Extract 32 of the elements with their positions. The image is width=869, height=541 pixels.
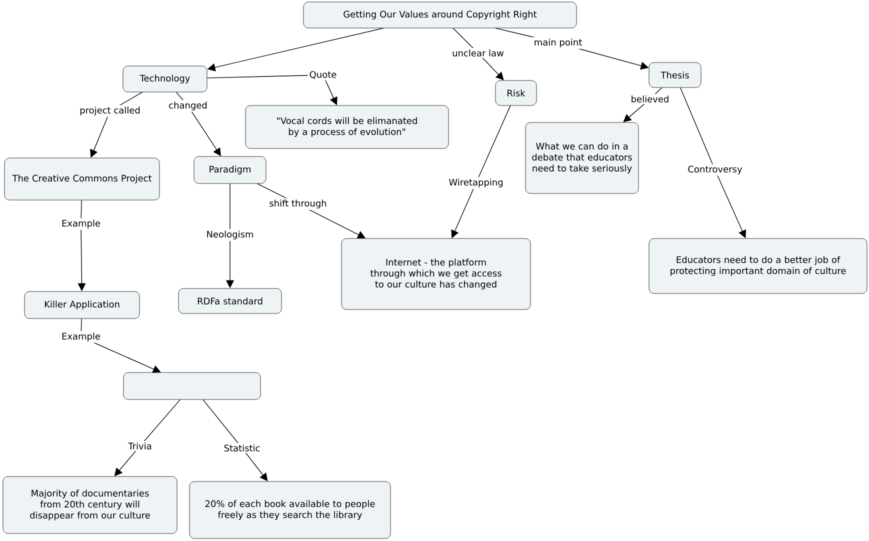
link-label: unclear law xyxy=(450,48,506,58)
link-label: Controversy xyxy=(686,164,744,176)
arrow xyxy=(452,28,504,80)
concept-box: "Vocal cords will be elimanated by a process of evolution" xyxy=(245,105,449,149)
link-label: Statistic xyxy=(222,443,262,453)
link-label: Example xyxy=(60,331,102,343)
concept-box: The Creative Commons Project xyxy=(4,158,160,200)
concept-box: What we can do in a debate that educators need to take seriously xyxy=(525,122,639,194)
concept-box: Risk xyxy=(495,80,537,106)
link-label: shift through xyxy=(268,198,328,210)
arrow xyxy=(202,399,268,482)
link-label: Neologism xyxy=(204,229,256,241)
link-label: changed xyxy=(167,100,209,112)
link-label: main point xyxy=(532,37,584,49)
concept-box: Internet - the platform through which we get access to our culture has changed xyxy=(341,238,531,310)
concept-box: Paradigm xyxy=(194,156,266,184)
concept-box: Technology xyxy=(122,66,208,92)
concept-box: Educators need to do a better job of protecting important domain of culture xyxy=(648,238,868,294)
concept-box: Getting Our Values around Copyright Right xyxy=(303,2,577,28)
link-label: Trivia xyxy=(126,441,154,451)
concept-box: RDFa standard xyxy=(178,288,282,314)
concept-box: Killer Application xyxy=(24,291,140,319)
concept-box: Majority of documentaries from 20th century will disappear from our culture xyxy=(2,476,178,534)
link-label: project called xyxy=(78,105,142,117)
link-label: Example xyxy=(60,218,102,230)
link-label: Wiretapping xyxy=(447,177,505,189)
link-label: believed xyxy=(629,94,671,104)
concept-box: Thesis xyxy=(648,62,702,88)
link-label: Quote xyxy=(308,70,338,80)
concept-box xyxy=(123,372,261,400)
concept-box: 20% of each book available to people freely as they search the library xyxy=(189,481,391,539)
arrow xyxy=(114,399,180,476)
